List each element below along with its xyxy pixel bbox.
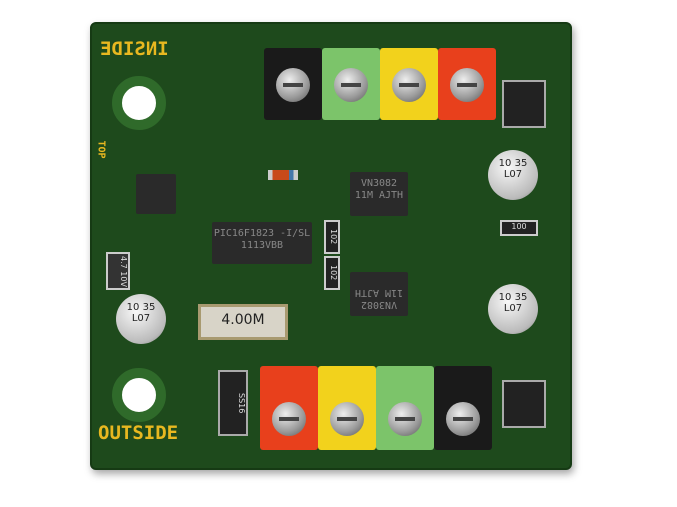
terminal-red-top: [438, 48, 496, 120]
screw-icon: [388, 402, 422, 436]
driver-chip-bottom: VN3082 11M AJTH: [350, 272, 408, 316]
outside-label: OUTSIDE: [98, 422, 179, 444]
crystal-oscillator: 4.00M: [198, 304, 288, 340]
terminal-black-bottom: [434, 366, 492, 450]
top-label: TOP: [95, 140, 107, 159]
capacitor-left: 10 35 L07: [116, 294, 166, 344]
driver-chip-top: VN3082 11M AJTH: [350, 172, 408, 216]
resistor-array-a: 102: [324, 220, 340, 254]
mounting-hole-top: [112, 76, 166, 130]
capacitor-right-top: 10 35 L07: [488, 150, 538, 200]
screw-icon: [272, 402, 306, 436]
screw-icon: [334, 68, 368, 102]
terminal-green-top: [322, 48, 380, 120]
screw-icon: [450, 68, 484, 102]
diode-bottom-left: SS16: [218, 370, 248, 436]
screw-icon: [330, 402, 364, 436]
tantalum-capacitor: 4.7 10V: [106, 252, 130, 290]
capacitor-right-bottom: 10 35 L07: [488, 284, 538, 334]
screw-icon: [276, 68, 310, 102]
screw-icon: [392, 68, 426, 102]
terminal-black-top: [264, 48, 322, 120]
screw-icon: [446, 402, 480, 436]
mounting-hole-bottom: [112, 368, 166, 422]
mcu-chip: PIC16F1823 -I/SL 1113VBB: [212, 222, 312, 264]
terminal-yellow-top: [380, 48, 438, 120]
inside-label: INSIDE: [100, 38, 169, 60]
resistor-100: 100: [500, 220, 538, 236]
diode-top-right: [502, 80, 546, 128]
glass-diode: [268, 170, 298, 180]
diode-bottom-right: [502, 380, 546, 428]
terminal-red-bottom: [260, 366, 318, 450]
pcb-board: INSIDE OUTSIDE TOP PIC16F1823 -I/SL 1113…: [90, 22, 572, 470]
resistor-array-b: 102: [324, 256, 340, 290]
terminal-yellow-bottom: [318, 366, 376, 450]
qfn-chip: [136, 174, 176, 214]
terminal-green-bottom: [376, 366, 434, 450]
